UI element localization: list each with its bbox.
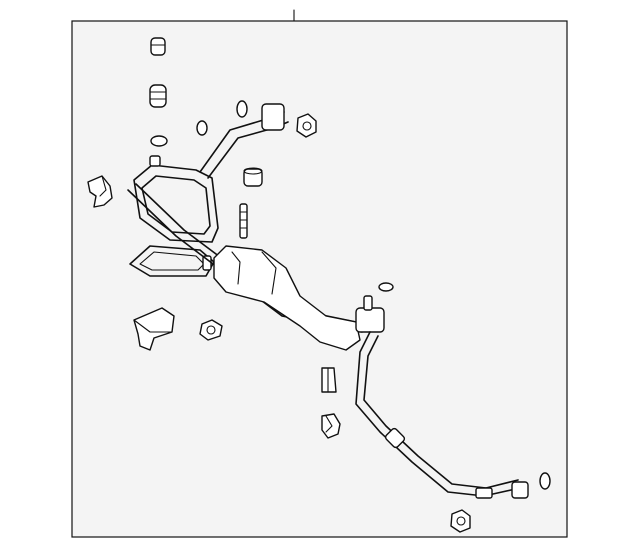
- bracket-part: [133, 307, 175, 351]
- retainer-part: [321, 367, 337, 393]
- o-ring-part: [196, 120, 208, 136]
- o-ring-part: [378, 282, 394, 292]
- clip-part: [321, 413, 341, 439]
- o-ring-part: [539, 472, 551, 490]
- clip-part: [87, 175, 113, 208]
- stud-part: [239, 203, 248, 239]
- sleeve-part: [243, 167, 263, 187]
- diagram-frame: [71, 20, 568, 538]
- bumper-part: [149, 84, 167, 108]
- nut-part: [296, 113, 317, 138]
- grommet-part: [199, 319, 223, 341]
- o-ring-part: [150, 135, 168, 147]
- nut-part: [450, 509, 471, 533]
- liquid-line: [355, 331, 529, 499]
- o-ring-part: [236, 100, 248, 118]
- grommet-part: [150, 37, 166, 56]
- suction-hose-assembly: [127, 103, 385, 351]
